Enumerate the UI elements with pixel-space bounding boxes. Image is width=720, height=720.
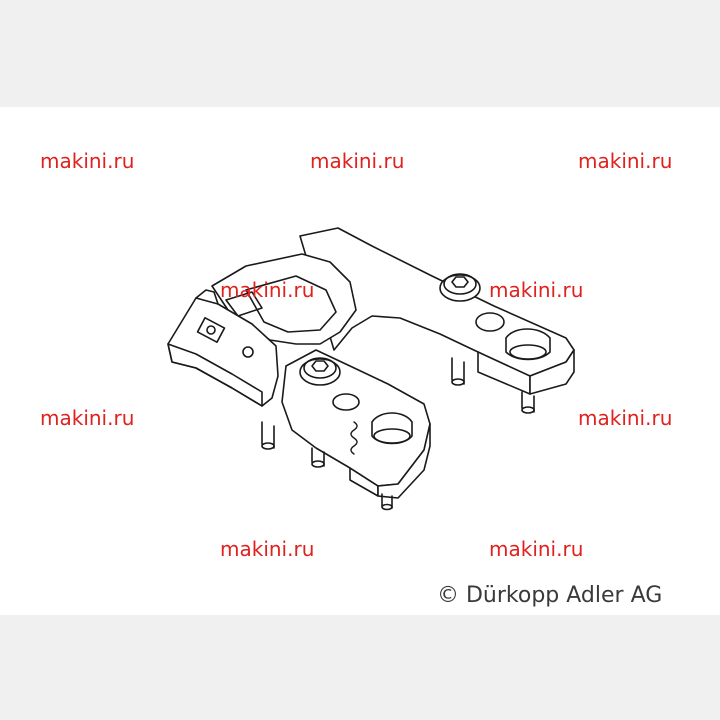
watermark-text: makini.ru: [489, 537, 584, 561]
hole: [332, 393, 360, 411]
spring: [350, 421, 358, 455]
watermark-text: makini.ru: [310, 149, 405, 173]
watermark-text: makini.ru: [220, 537, 315, 561]
watermark-text: makini.ru: [489, 278, 584, 302]
top-band: [0, 0, 720, 107]
watermark-text: makini.ru: [40, 149, 135, 173]
copyright-notice: © Dürkopp Adler AG: [437, 583, 663, 608]
image-panel: [0, 107, 720, 615]
bottom-band: [0, 615, 720, 720]
watermark-text: makini.ru: [220, 278, 315, 302]
bolt-head-top: [439, 273, 481, 302]
hole: [475, 312, 505, 332]
pins: [261, 357, 535, 511]
watermark-text: makini.ru: [578, 149, 673, 173]
watermark-text: makini.ru: [578, 406, 673, 430]
bolt-head-front: [299, 357, 341, 386]
watermark-text: makini.ru: [40, 406, 135, 430]
